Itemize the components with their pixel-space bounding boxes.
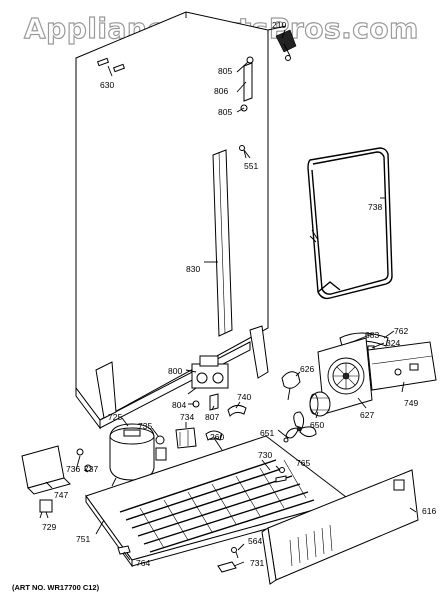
callout-label: 210 [272, 20, 286, 30]
callout-label: 650 [310, 420, 324, 430]
callout-label: 805 [218, 107, 232, 117]
callout-label: 730 [258, 450, 272, 460]
callout-label: 740 [237, 392, 251, 402]
callout-label: 735 [138, 421, 152, 431]
callout-label: 564 [248, 536, 262, 546]
mullion-strip [212, 149, 233, 337]
callout-label: 765 [296, 458, 310, 468]
part-260 [205, 430, 223, 441]
callout-label: 616 [422, 506, 436, 516]
water-valve [187, 355, 229, 395]
mounting-bracket [21, 445, 92, 495]
callout-label: 762 [394, 326, 408, 336]
callout-label: 738 [368, 202, 382, 212]
leader-lines [45, 29, 417, 567]
art-number: (ART NO. WR17700 C12) [12, 583, 100, 592]
relay-overload [155, 427, 197, 461]
fastener-hardware [117, 545, 239, 573]
callout-label: 736 [66, 464, 80, 474]
fan-motor [309, 391, 331, 417]
part-626 [281, 371, 301, 401]
callout-label: 630 [100, 80, 114, 90]
callout-label: 551 [244, 161, 258, 171]
cover-plate [367, 341, 437, 391]
callout-label: 806 [214, 86, 228, 96]
callout-label: 805 [218, 66, 232, 76]
callout-label: 800 [168, 366, 182, 376]
hinge-hardware [240, 29, 297, 112]
callout-label: 747 [54, 490, 68, 500]
callout-label: 627 [360, 410, 374, 420]
heater-loop [307, 147, 393, 300]
callout-label: 651 [260, 428, 274, 438]
callout-label: 804 [172, 400, 186, 410]
fan-blade [283, 411, 317, 443]
callout-label: 734 [180, 412, 194, 422]
callout-label: 324 [386, 338, 400, 348]
callout-label: 725 [108, 412, 122, 422]
callout-label: 807 [205, 412, 219, 422]
callout-label: 751 [76, 534, 90, 544]
callout-label: 764 [136, 558, 150, 568]
callout-label: 626 [300, 364, 314, 374]
callout-label: 729 [42, 522, 56, 532]
part-740 [227, 404, 247, 417]
callout-label: 737 [84, 464, 98, 474]
callout-label: 683 [365, 330, 379, 340]
part-804-807 [192, 393, 219, 411]
machine-compartment-cover [261, 469, 419, 585]
callout-labels: 210 630 805 806 805 551 738 830 683 762 … [42, 20, 436, 568]
callout-label: 260 [210, 432, 224, 442]
callout-label: 731 [250, 558, 264, 568]
callout-label: 749 [404, 398, 418, 408]
part-551 [239, 145, 247, 159]
callout-label: 830 [186, 264, 200, 274]
part-729 [39, 499, 53, 519]
